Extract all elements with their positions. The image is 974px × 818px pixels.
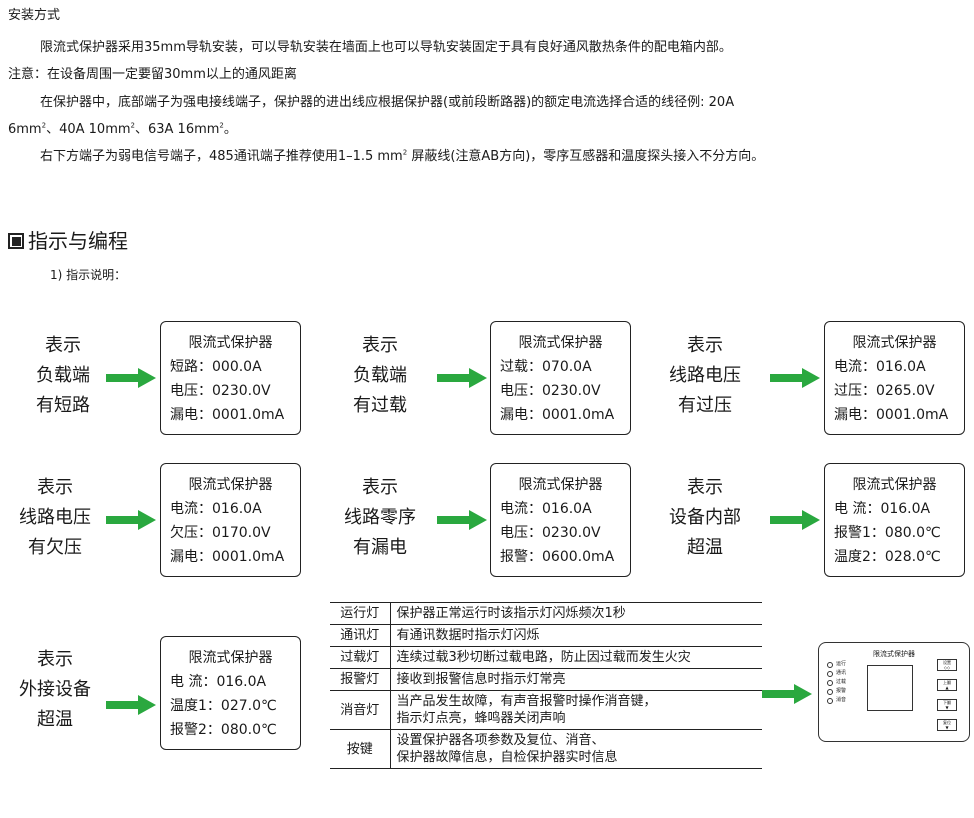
- case-label: 表示外接设备超温: [19, 649, 91, 730]
- table-row: 通讯灯 有通讯数据时指示灯闪烁: [330, 624, 762, 647]
- case-label: 表示设备内部超温: [669, 477, 741, 558]
- led-indicator: 报警: [827, 688, 846, 695]
- install-para-2: 在保护器中，底部端子为强电接线端子，保护器的进出线应根据保护器(或前段断路器)的…: [40, 95, 735, 110]
- table-row: 消音灯 当产品发生故障，有声音报警时操作消音键，指示灯点亮，蜂鸣器关闭声响: [330, 690, 762, 730]
- install-heading: 安装方式: [8, 8, 61, 23]
- right-arrow-icon: [762, 684, 812, 704]
- led-indicator: 消音: [827, 697, 846, 704]
- right-arrow-icon: [437, 510, 487, 530]
- indicator-key: 过载灯: [330, 646, 391, 669]
- case-label: 表示负载端有短路: [36, 335, 90, 416]
- section-title-text: 指示与编程: [28, 229, 128, 253]
- section-subtitle: 1) 指示说明：: [50, 268, 127, 282]
- indicator-key: 报警灯: [330, 668, 391, 691]
- right-arrow-icon: [106, 695, 156, 715]
- led-indicator: 过载: [827, 679, 846, 686]
- case-label: 表示线路零序有漏电: [344, 477, 416, 558]
- case-label: 表示负载端有过载: [353, 335, 407, 416]
- install-para-2-cont: 6mm2、40A 10mm2、63A 16mm2。: [8, 121, 237, 137]
- case-label: 表示线路电压有欠压: [19, 477, 91, 558]
- right-arrow-icon: [106, 510, 156, 530]
- indicator-desc: 有通讯数据时指示灯闪烁: [390, 624, 762, 647]
- install-para-3: 右下方端子为弱电信号端子，485通讯端子推荐使用1–1.5 mm2 屏蔽线(注意…: [40, 148, 765, 164]
- right-arrow-icon: [106, 368, 156, 388]
- device-panel: 限流式保护器 运行 通讯 过载 报警 消音 设置◇◇ 上翻▲ 下翻▼ 复位▼: [818, 642, 970, 742]
- table-row: 按键 设置保护器各项参数及复位、消音、保护器故障信息，自检保护器实时信息: [330, 729, 762, 769]
- table-row: 过载灯 连续过载3秒切断过载电路，防止因过载而发生火灾: [330, 646, 762, 669]
- led-indicator: 通讯: [827, 670, 846, 677]
- device-button-up: 上翻▲: [937, 679, 957, 691]
- device-button-set: 设置◇◇: [937, 659, 957, 671]
- device-title: 限流式保护器: [873, 650, 915, 658]
- section-title: 指示与编程: [8, 228, 128, 254]
- indicator-desc: 当产品发生故障，有声音报警时操作消音键，指示灯点亮，蜂鸣器关闭声响: [390, 690, 762, 730]
- indicator-table: 运行灯 保护器正常运行时该指示灯闪烁频次1秒 通讯灯 有通讯数据时指示灯闪烁 过…: [330, 602, 762, 769]
- indicator-key: 消音灯: [330, 690, 391, 730]
- table-row: 运行灯 保护器正常运行时该指示灯闪烁频次1秒: [330, 602, 762, 625]
- led-indicator: 运行: [827, 661, 846, 668]
- indicator-desc: 接收到报警信息时指示灯常亮: [390, 668, 762, 691]
- indicator-key: 按键: [330, 729, 391, 769]
- right-arrow-icon: [770, 510, 820, 530]
- table-row: 报警灯 接收到报警信息时指示灯常亮: [330, 668, 762, 691]
- right-arrow-icon: [437, 368, 487, 388]
- case-label: 表示线路电压有过压: [669, 335, 741, 416]
- indicator-desc: 设置保护器各项参数及复位、消音、保护器故障信息，自检保护器实时信息: [390, 729, 762, 769]
- device-screen: [867, 665, 913, 711]
- install-para-1: 限流式保护器采用35mm导轨安装，可以导轨安装在墙面上也可以导轨安装固定于具有良…: [40, 40, 732, 55]
- square-bullet-icon: [8, 233, 24, 249]
- indicator-key: 运行灯: [330, 602, 391, 625]
- right-arrow-icon: [770, 368, 820, 388]
- device-button-reset: 复位▼: [937, 719, 957, 731]
- indicator-desc: 连续过载3秒切断过载电路，防止因过载而发生火灾: [390, 646, 762, 669]
- indicator-key: 通讯灯: [330, 624, 391, 647]
- install-note: 注意：在设备周围一定要留30mm以上的通风距离: [8, 67, 297, 82]
- indicator-desc: 保护器正常运行时该指示灯闪烁频次1秒: [390, 602, 762, 625]
- device-button-down: 下翻▼: [937, 699, 957, 711]
